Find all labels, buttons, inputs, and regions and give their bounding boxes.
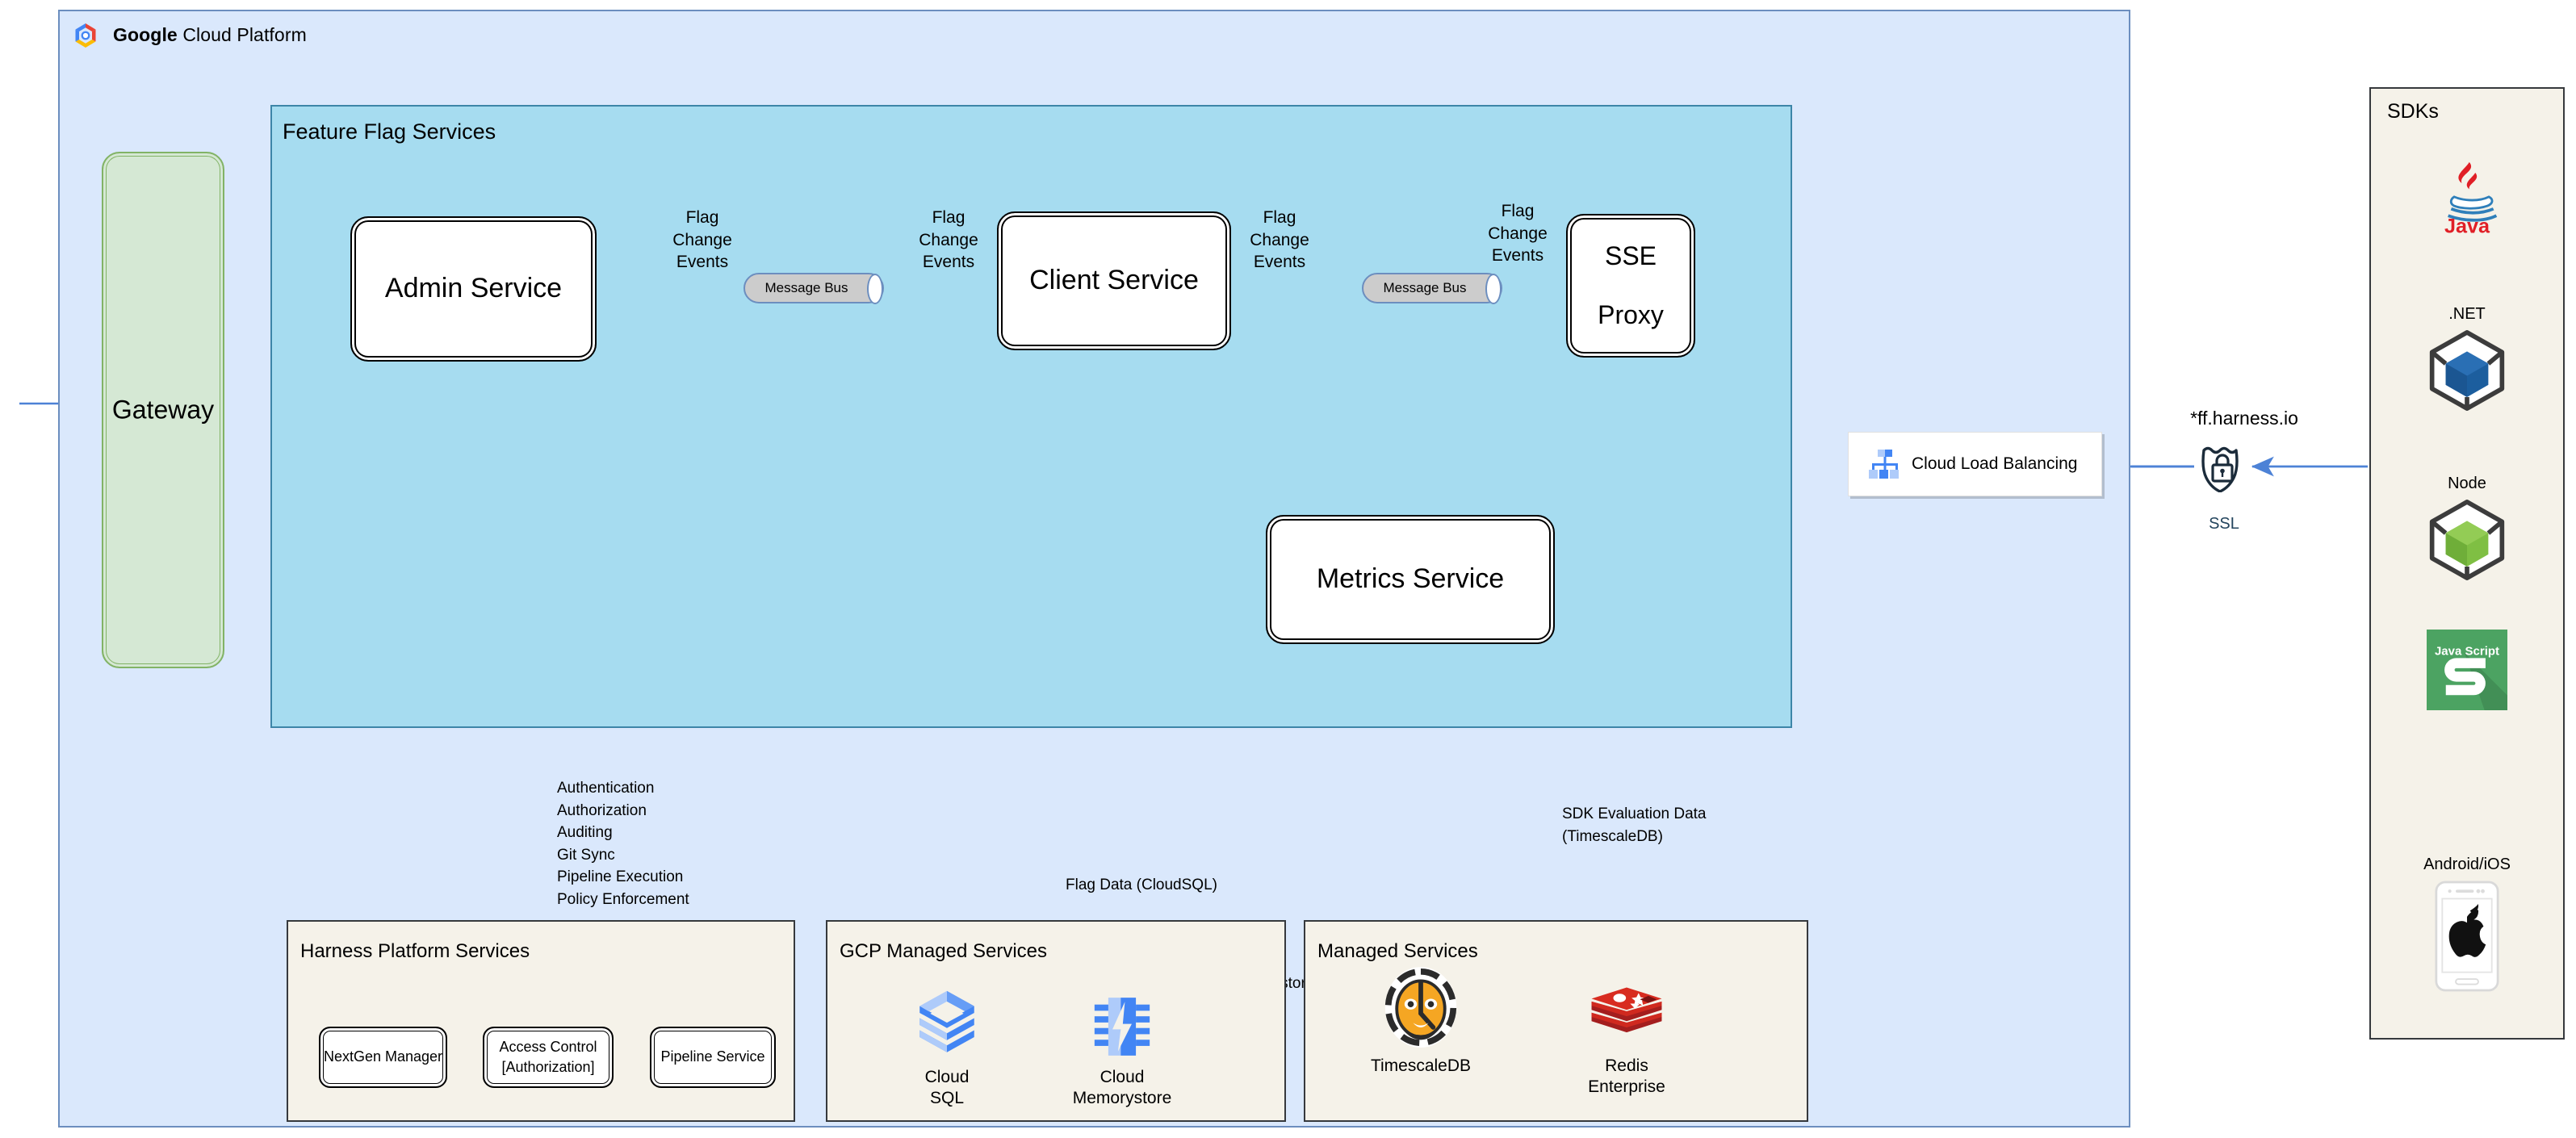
google-cloud-logo-icon <box>71 21 100 50</box>
gateway-label: Gateway <box>111 395 215 425</box>
annotation-gcp-data-line-1: Flag Data (CloudSQL) <box>1066 876 1217 893</box>
edge-label-line-2: Change <box>1250 230 1309 249</box>
gcp-title-brand: Google <box>113 24 178 45</box>
message-bus-label-2: Message Bus <box>1383 280 1467 295</box>
edge-label-line-1: Flag <box>932 208 965 227</box>
sse-proxy-label-line1: SSE <box>1604 241 1657 270</box>
admin-service-node[interactable]: Admin Service <box>350 216 597 362</box>
edge-label-line-1: Flag <box>1501 202 1535 220</box>
sdk-caption-node: Node <box>2448 475 2486 492</box>
message-bus-cap-1 <box>867 274 883 304</box>
harness-service-nextgen-manager[interactable]: NextGen Manager <box>319 1027 447 1088</box>
managed-service-label: TimescaleDB <box>1370 1056 1472 1075</box>
harness-service-label: Access Control [Authorization] <box>499 1038 597 1075</box>
sdk-item-android-ios[interactable]: Android/iOS <box>2369 856 2565 994</box>
harness-platform-services-panel <box>287 920 795 1122</box>
cloud-load-balancing-label: Cloud Load Balancing <box>1912 454 2078 473</box>
harness-service-label: NextGen Manager <box>323 1048 443 1065</box>
edge-label-flag-change-events-1: Flag Change Events <box>630 207 775 274</box>
gcp-managed-services-title: GCP Managed Services <box>840 940 1048 962</box>
managed-services-title: Managed Services <box>1317 940 1478 962</box>
edge-label-line-3: Events <box>1253 253 1306 272</box>
gcp-service-label: Cloud SQL <box>924 1068 970 1108</box>
admin-service-label: Admin Service <box>384 273 563 304</box>
sse-proxy-label-line2: Proxy <box>1598 300 1664 330</box>
harness-service-label: Pipeline Service <box>660 1048 765 1065</box>
message-bus-node-2[interactable]: Message Bus <box>1362 273 1502 304</box>
message-bus-node-1[interactable]: Message Bus <box>743 273 884 304</box>
gcp-service-label: Cloud Memorystore <box>1072 1068 1172 1108</box>
cloud-memorystore-icon <box>1053 986 1191 1061</box>
edge-label-flag-change-events-2: Flag Change Events <box>876 207 1021 274</box>
dotnet-cube-icon <box>2369 328 2565 412</box>
sdk-caption-android-ios: Android/iOS <box>2423 856 2511 873</box>
java-logo-icon: Java <box>2369 157 2565 233</box>
sdk-caption-dotnet: .NET <box>2448 305 2486 323</box>
gcp-service-cloud-memorystore[interactable]: Cloud Memorystore <box>1053 986 1191 1110</box>
sdk-item-dotnet[interactable]: .NET <box>2369 305 2565 412</box>
sse-proxy-label: SSE Proxy <box>1598 241 1664 330</box>
edge-label-line-1: Flag <box>685 208 719 227</box>
shield-lock-icon <box>2197 442 2247 493</box>
edge-label-line-3: Events <box>922 253 975 272</box>
sdks-title: SDKs <box>2387 100 2439 123</box>
metrics-service-label: Metrics Service <box>1316 563 1505 595</box>
ssl-domain-label: *ff.harness.io <box>2190 408 2298 429</box>
sdk-item-node[interactable]: Node <box>2369 475 2565 582</box>
mobile-apple-icon <box>2369 879 2565 994</box>
cloud-load-balancing-icon <box>1866 449 1899 479</box>
edge-label-line-3: Events <box>1491 246 1544 266</box>
gcp-managed-services-panel <box>826 920 1286 1122</box>
svg-text:Java: Java <box>2444 215 2490 233</box>
managed-service-redis-enterprise[interactable]: Redis Enterprise <box>1558 975 1695 1098</box>
cloud-load-balancing-node[interactable]: Cloud Load Balancing <box>1848 432 2102 496</box>
ssl-caption: SSL <box>2209 515 2239 533</box>
edge-label-line-3: Events <box>676 253 729 272</box>
gcp-title: Google Cloud Platform <box>113 24 307 46</box>
svg-text:Java Script: Java Script <box>2435 645 2499 659</box>
sse-proxy-node[interactable]: SSE Proxy <box>1566 214 1695 358</box>
gateway-node[interactable]: Gateway <box>102 152 224 668</box>
message-bus-label-1: Message Bus <box>764 280 848 295</box>
managed-service-timescaledb[interactable]: TimescaleDB <box>1352 967 1489 1077</box>
redis-stack-icon <box>1558 975 1695 1049</box>
gcp-title-rest: Cloud Platform <box>177 24 307 45</box>
edge-label-line-2: Change <box>919 230 978 249</box>
javascript-tile-icon: Java Script <box>2369 630 2565 710</box>
client-service-node[interactable]: Client Service <box>997 211 1231 350</box>
gcp-service-cloud-sql[interactable]: Cloud SQL <box>878 986 1016 1110</box>
cloud-sql-icon <box>878 986 1016 1061</box>
sdk-item-java[interactable]: Java <box>2369 157 2565 233</box>
node-cube-icon <box>2369 498 2565 582</box>
metrics-service-node[interactable]: Metrics Service <box>1266 515 1555 644</box>
feature-flag-services-container <box>270 105 1792 728</box>
annotation-harness-platform: Authentication Authorization Auditing Gi… <box>557 780 689 908</box>
message-bus-cap-2 <box>1485 274 1502 304</box>
harness-service-pipeline-service[interactable]: Pipeline Service <box>650 1027 776 1088</box>
harness-service-access-control[interactable]: Access Control [Authorization] <box>483 1027 614 1088</box>
annotation-sdk-evaluation-data: SDK Evaluation Data (TimescaleDB) <box>1562 805 1707 845</box>
edge-label-line-2: Change <box>672 230 732 249</box>
managed-service-label: Redis Enterprise <box>1588 1056 1665 1097</box>
sdk-item-javascript[interactable]: Java Script <box>2369 630 2565 710</box>
edge-label-line-2: Change <box>1488 224 1548 243</box>
feature-flag-services-title: Feature Flag Services <box>283 119 496 144</box>
edge-label-line-1: Flag <box>1263 208 1296 227</box>
client-service-label: Client Service <box>1029 265 1199 296</box>
timescaledb-tiger-icon <box>1352 967 1489 1049</box>
edge-label-flag-change-events-3: Flag Change Events <box>1207 207 1352 274</box>
harness-platform-services-title: Harness Platform Services <box>300 940 530 962</box>
edge-label-flag-change-events-4: Flag Change Events <box>1445 200 1590 267</box>
